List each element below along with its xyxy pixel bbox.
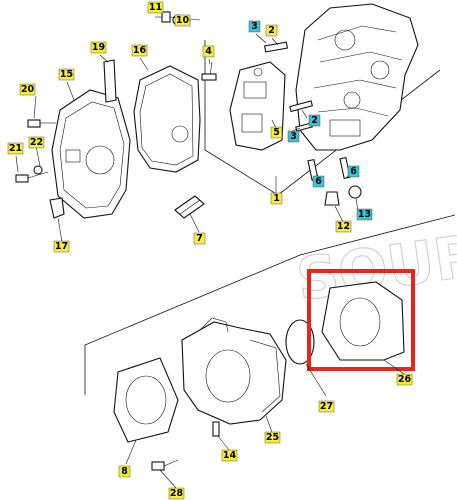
cover-bolts	[15, 119, 56, 183]
callout-5: 5	[270, 126, 283, 139]
callout-25: 25	[264, 431, 281, 444]
svg-text:11: 11	[149, 2, 162, 13]
svg-text:2: 2	[268, 25, 275, 36]
svg-text:14: 14	[223, 450, 237, 461]
cylinder-block	[181, 317, 287, 425]
callout-20: 20	[19, 83, 36, 96]
callout-22: 22	[28, 136, 45, 149]
svg-text:22: 22	[30, 137, 43, 148]
callout-3-lower: 3	[287, 130, 300, 143]
cylinder-group-frame	[84, 214, 456, 395]
svg-text:26: 26	[398, 374, 412, 385]
svg-text:5: 5	[273, 127, 280, 138]
callout-11: 11	[147, 1, 164, 14]
callout-2-lower: 2	[308, 114, 321, 127]
cylinder-head-cover	[51, 89, 131, 219]
breather-plate	[103, 59, 117, 103]
svg-text:13: 13	[358, 209, 371, 220]
callout-4: 4	[202, 45, 215, 58]
cylinder-head	[295, 3, 419, 151]
callout-8: 8	[118, 465, 131, 478]
svg-text:3: 3	[251, 21, 258, 32]
svg-text:17: 17	[55, 241, 68, 252]
stud-bolt	[151, 459, 179, 471]
callout-6-right: 6	[347, 165, 360, 178]
spark-plug	[174, 195, 205, 219]
callout-16: 16	[131, 44, 148, 57]
callout-10: 10	[174, 14, 191, 27]
svg-text:8: 8	[121, 466, 128, 477]
callout-3-upper: 3	[248, 20, 261, 33]
svg-text:10: 10	[176, 15, 190, 26]
callout-2-upper: 2	[265, 24, 278, 37]
dowel-pin	[212, 421, 220, 437]
callout-26: 26	[396, 373, 413, 386]
highlight-box	[307, 269, 415, 371]
svg-text:1: 1	[273, 193, 280, 204]
callout-6-left: 6	[312, 175, 325, 188]
callout-12: 12	[335, 220, 352, 233]
cylinder-base-gasket	[113, 357, 179, 443]
leader-lines	[15, 16, 405, 489]
svg-text:3: 3	[290, 131, 297, 142]
callout-1: 1	[270, 192, 283, 205]
svg-text:4: 4	[205, 46, 212, 57]
callout-14: 14	[221, 449, 238, 462]
bolt	[201, 61, 217, 81]
valves	[264, 41, 362, 206]
svg-text:16: 16	[133, 45, 147, 56]
callout-19: 19	[90, 41, 107, 54]
svg-text:6: 6	[315, 176, 322, 187]
callout-21: 21	[7, 142, 24, 155]
svg-text:20: 20	[21, 84, 35, 95]
head-cover-gasket	[133, 65, 201, 173]
sensor-clip	[49, 197, 65, 219]
svg-text:21: 21	[9, 143, 22, 154]
callout-27: 27	[318, 400, 335, 413]
svg-text:25: 25	[266, 432, 279, 443]
callout-17: 17	[53, 240, 70, 253]
callout-7: 7	[193, 232, 206, 245]
svg-text:27: 27	[320, 401, 333, 412]
svg-text:19: 19	[92, 42, 105, 53]
svg-text:28: 28	[170, 488, 184, 499]
callout-13: 13	[356, 208, 373, 221]
callout-28: 28	[168, 487, 185, 500]
svg-text:12: 12	[337, 221, 350, 232]
svg-text:15: 15	[60, 69, 73, 80]
callout-15: 15	[58, 68, 75, 81]
svg-text:7: 7	[196, 233, 203, 244]
cylinder-head-gasket	[321, 281, 405, 361]
svg-text:6: 6	[350, 166, 357, 177]
svg-text:2: 2	[311, 115, 318, 126]
